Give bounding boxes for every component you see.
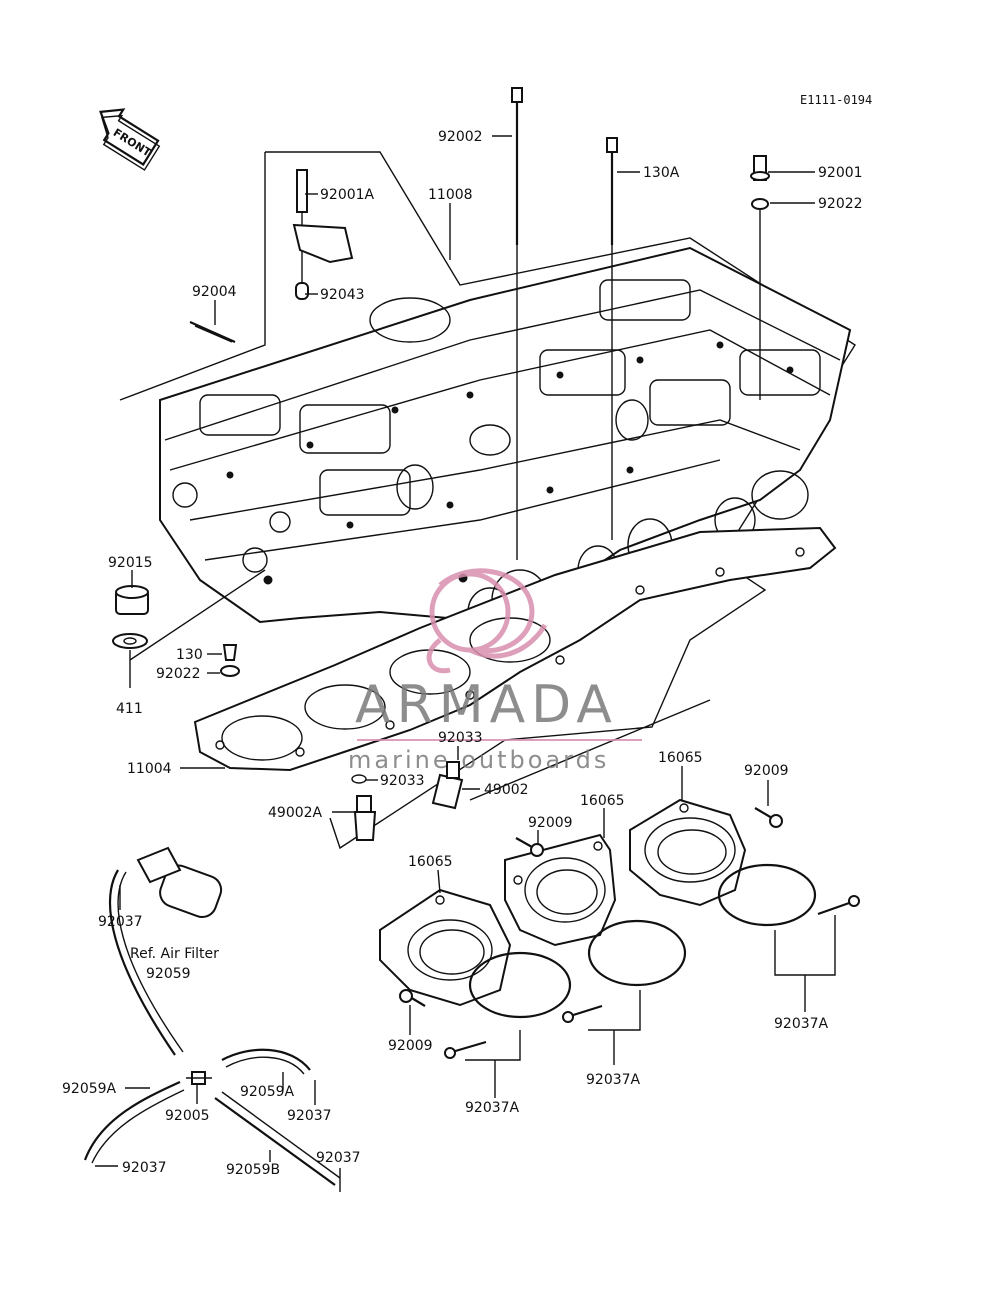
- air-filter-ref: [136, 846, 223, 918]
- intake-holder-16065-right: [629, 798, 747, 907]
- label-16065-right: 16065: [658, 750, 703, 766]
- label-92001A: 92001A: [320, 187, 375, 203]
- label-92009-left: 92009: [388, 1038, 433, 1054]
- clamp-92037A-right: [717, 863, 817, 927]
- label-92001: 92001: [818, 165, 863, 181]
- bolt-130: [222, 644, 238, 661]
- label-49002: 49002: [484, 782, 529, 798]
- clamp-92037A-center: [587, 919, 687, 987]
- screw-92009-top: [754, 807, 783, 828]
- cylinder-head: [159, 246, 852, 637]
- label-92037-filter: 92037: [98, 914, 143, 930]
- watermark-brand: ARMADA: [355, 675, 618, 735]
- dowel-pin-92043: [295, 282, 309, 300]
- intake-holder-16065-center: [504, 833, 617, 947]
- label-130A: 130A: [643, 165, 680, 181]
- hose-92059A-lower: [83, 1080, 185, 1164]
- clamp-92037A-left: [468, 951, 572, 1019]
- label-92009-top: 92009: [744, 763, 789, 779]
- plug-49002A: [353, 795, 377, 841]
- label-130: 130: [176, 647, 203, 663]
- label-92037-joint: 92037: [287, 1108, 332, 1124]
- bolt-92001: [750, 155, 770, 400]
- label-92022-mid: 92022: [156, 666, 201, 682]
- label-92004: 92004: [192, 284, 237, 300]
- watermark-logo-icon: [426, 568, 548, 674]
- label-49002A: 49002A: [268, 805, 323, 821]
- label-92033-lower: 92033: [380, 773, 425, 789]
- label-92005: 92005: [165, 1108, 210, 1124]
- diagram-code: E1111-0194: [800, 93, 872, 107]
- screw-clamp-center: [562, 1004, 603, 1023]
- label-92059: 92059: [146, 966, 191, 982]
- label-92037A-right: 92037A: [774, 1016, 829, 1032]
- label-92037A-center: 92037A: [586, 1072, 641, 1088]
- label-16065-left: 16065: [408, 854, 453, 870]
- label-92009-mid: 92009: [528, 815, 573, 831]
- label-92037-bottom-left: 92037: [122, 1160, 167, 1176]
- label-92022-top: 92022: [818, 196, 863, 212]
- label-92015: 92015: [108, 555, 153, 571]
- bolt-92001A: [292, 169, 354, 290]
- bolt-92002: [511, 87, 523, 560]
- bolt-130A: [606, 137, 618, 540]
- front-arrow-label: FRONT: [111, 126, 154, 160]
- label-92043: 92043: [320, 287, 365, 303]
- hose-92059B: [214, 1091, 341, 1186]
- plug-49002: [431, 761, 464, 810]
- screw-clamp-right: [817, 895, 860, 916]
- nut-92015: [115, 585, 149, 615]
- stud-92004: [189, 320, 236, 344]
- label-ref-air-filter: Ref. Air Filter: [130, 946, 219, 962]
- label-11008: 11008: [428, 187, 473, 203]
- label-92059B: 92059B: [226, 1162, 280, 1178]
- hose-92059: [108, 869, 184, 1056]
- head-gasket: [193, 526, 837, 772]
- front-arrow-icon: FRONT: [99, 108, 161, 171]
- label-16065-center: 16065: [580, 793, 625, 809]
- label-11004: 11004: [127, 761, 172, 777]
- hose-92059A-upper: [221, 1048, 311, 1075]
- o-ring-92033: [351, 774, 367, 784]
- leader-lines: [95, 135, 836, 1192]
- screw-92009-mid: [515, 837, 544, 857]
- intake-holder-16065-left: [379, 888, 512, 1007]
- label-92033-upper: 92033: [438, 730, 483, 746]
- washer-411: [112, 633, 148, 649]
- label-92059A-right: 92059A: [240, 1084, 295, 1100]
- label-92059A-left: 92059A: [62, 1081, 117, 1097]
- label-92002: 92002: [438, 129, 483, 145]
- washer-92022-mid: [220, 665, 240, 677]
- watermark: ARMADA marine outboards: [348, 568, 642, 774]
- screw-92009-left: [399, 989, 426, 1007]
- label-92037A-left: 92037A: [465, 1100, 520, 1116]
- label-411: 411: [116, 701, 143, 717]
- watermark-tagline: marine outboards: [348, 746, 609, 774]
- label-92037-bottom-right: 92037: [316, 1150, 361, 1166]
- joint-92005: [186, 1071, 212, 1085]
- screw-clamp-left: [444, 1040, 487, 1059]
